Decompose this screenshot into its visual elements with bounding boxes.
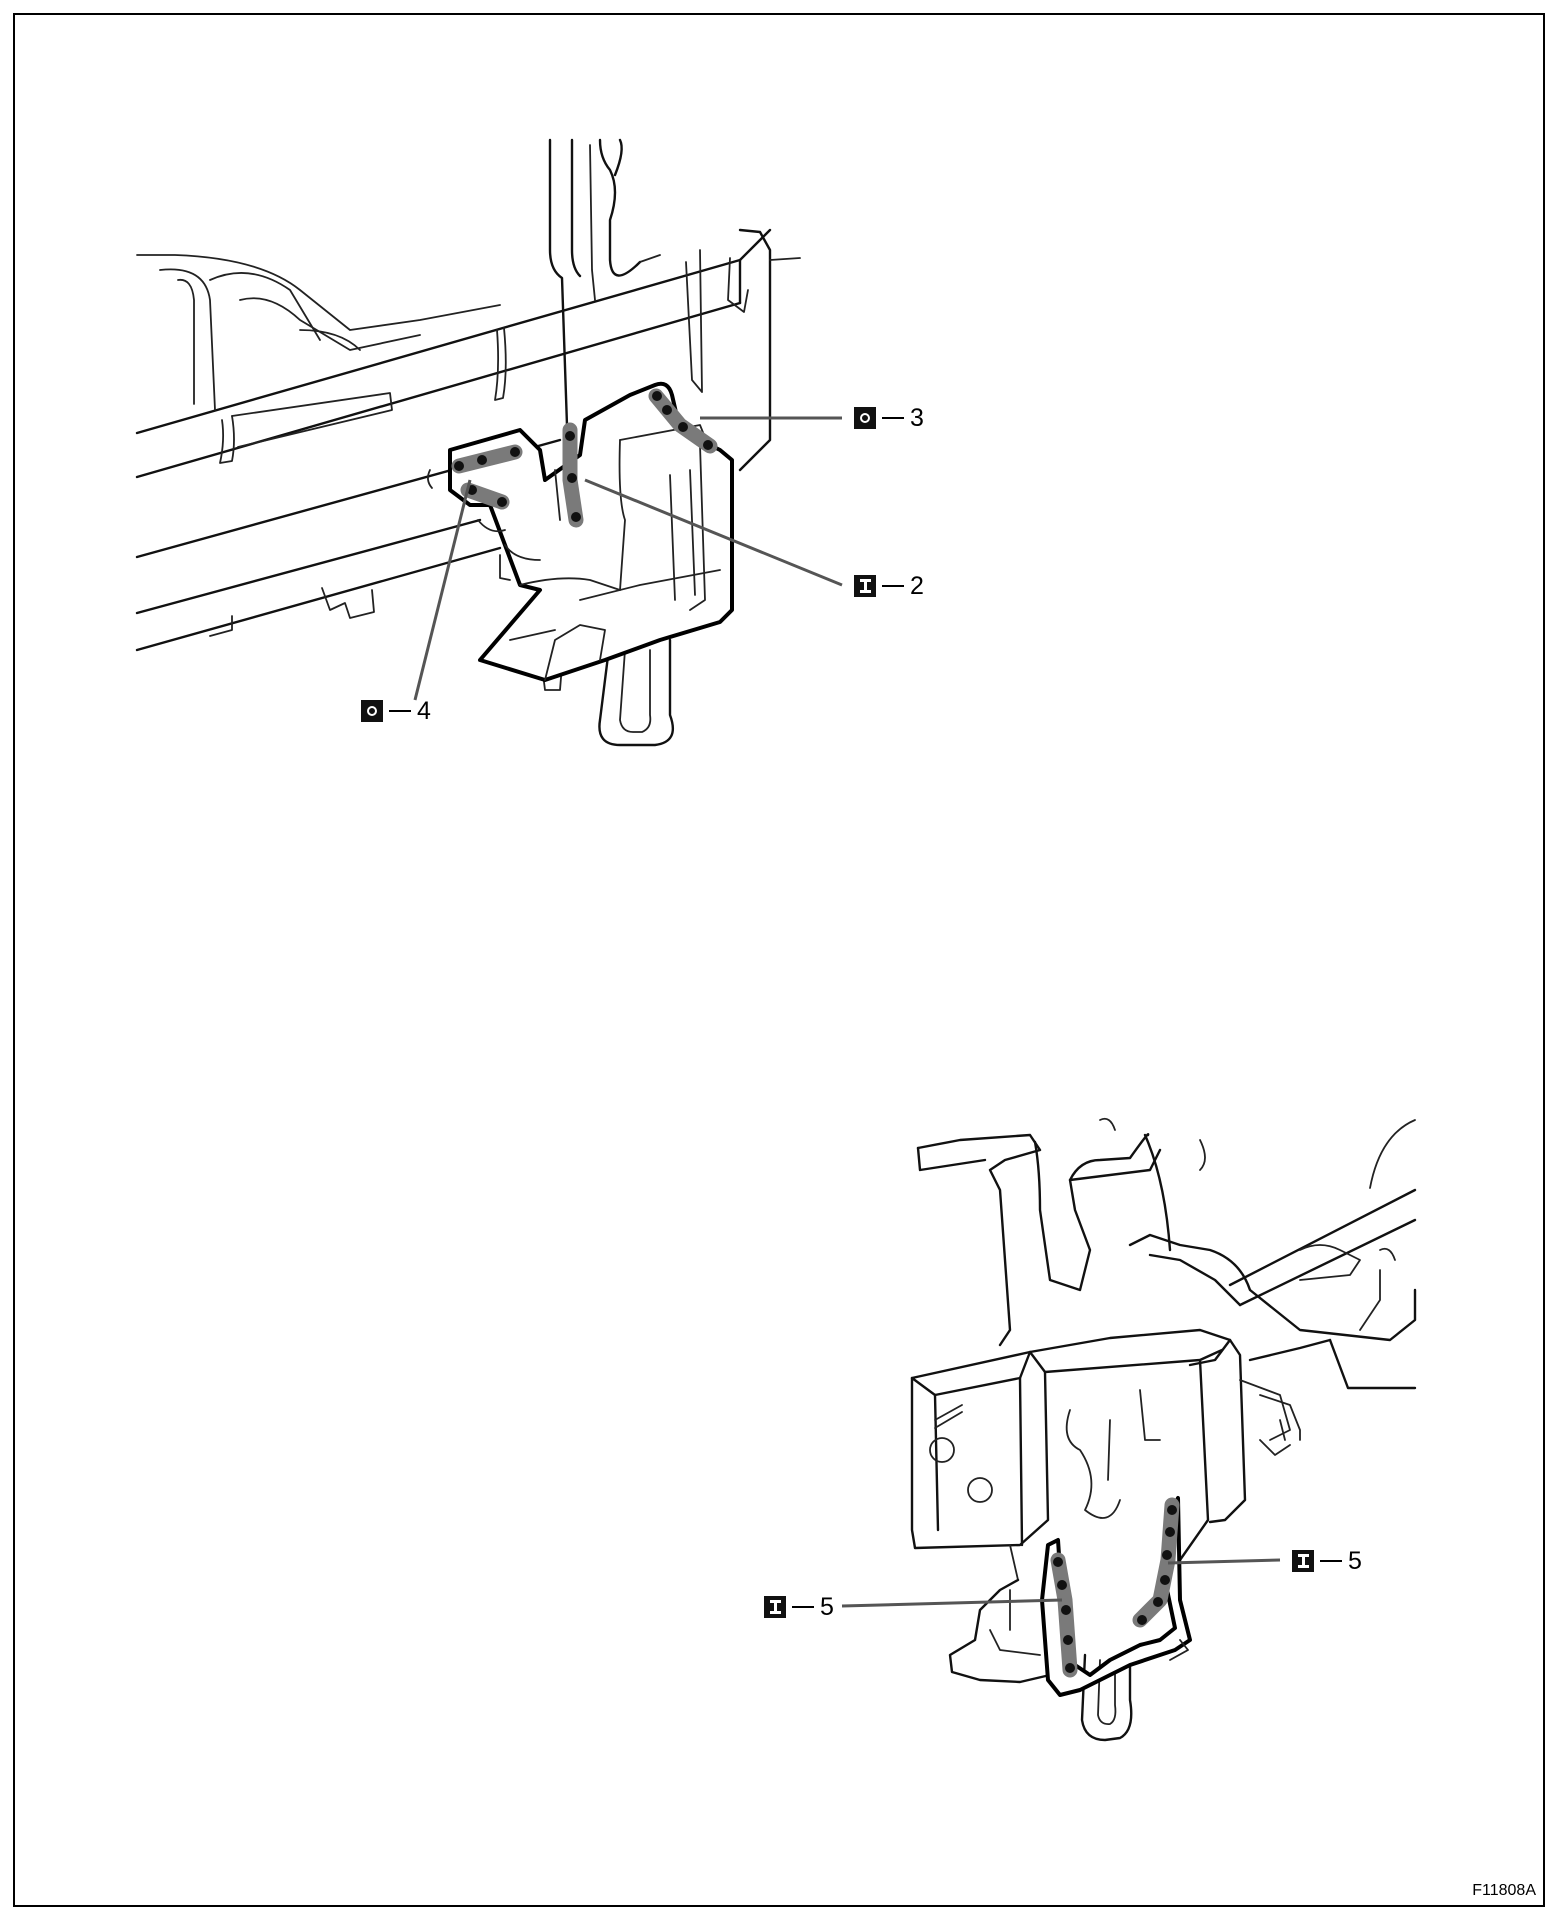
callout-5-left: 5 xyxy=(764,1592,834,1622)
weld-seams-bottom xyxy=(1050,1497,1180,1678)
page-border xyxy=(13,13,1545,1907)
callout-dash xyxy=(882,417,904,419)
callout-3: 3 xyxy=(854,403,924,433)
i-symbol-icon xyxy=(854,575,876,597)
callout-number: 4 xyxy=(417,696,431,725)
callout-number: 5 xyxy=(1348,1546,1362,1575)
figure-code: F11808A xyxy=(1472,1882,1536,1899)
callout-2: 2 xyxy=(854,571,924,601)
callout-4: 4 xyxy=(361,696,431,726)
callout-dash xyxy=(389,710,411,712)
i-symbol-icon xyxy=(1292,1550,1314,1572)
chassis-background xyxy=(136,254,501,411)
callout-5-right: 5 xyxy=(1292,1546,1362,1576)
callout-dash xyxy=(882,585,904,587)
o-symbol-icon xyxy=(361,700,383,722)
bottom-cross-member xyxy=(910,1328,1291,1577)
side-member-rail xyxy=(135,228,801,652)
callout-number: 2 xyxy=(910,571,924,600)
leader-lines-bottom xyxy=(841,1558,1281,1608)
i-symbol-icon xyxy=(764,1596,786,1618)
weld-seams-top xyxy=(451,388,718,528)
reinforcement-bracket xyxy=(448,381,734,682)
callout-number: 3 xyxy=(910,403,924,432)
bottom-frame-structure xyxy=(916,1117,1417,1441)
leader-lines-top xyxy=(413,416,843,701)
callout-dash xyxy=(792,1606,814,1608)
o-symbol-icon xyxy=(854,407,876,429)
callout-number: 5 xyxy=(820,1592,834,1621)
callout-dash xyxy=(1320,1560,1342,1562)
bottom-tow-hook xyxy=(948,1544,1133,1742)
